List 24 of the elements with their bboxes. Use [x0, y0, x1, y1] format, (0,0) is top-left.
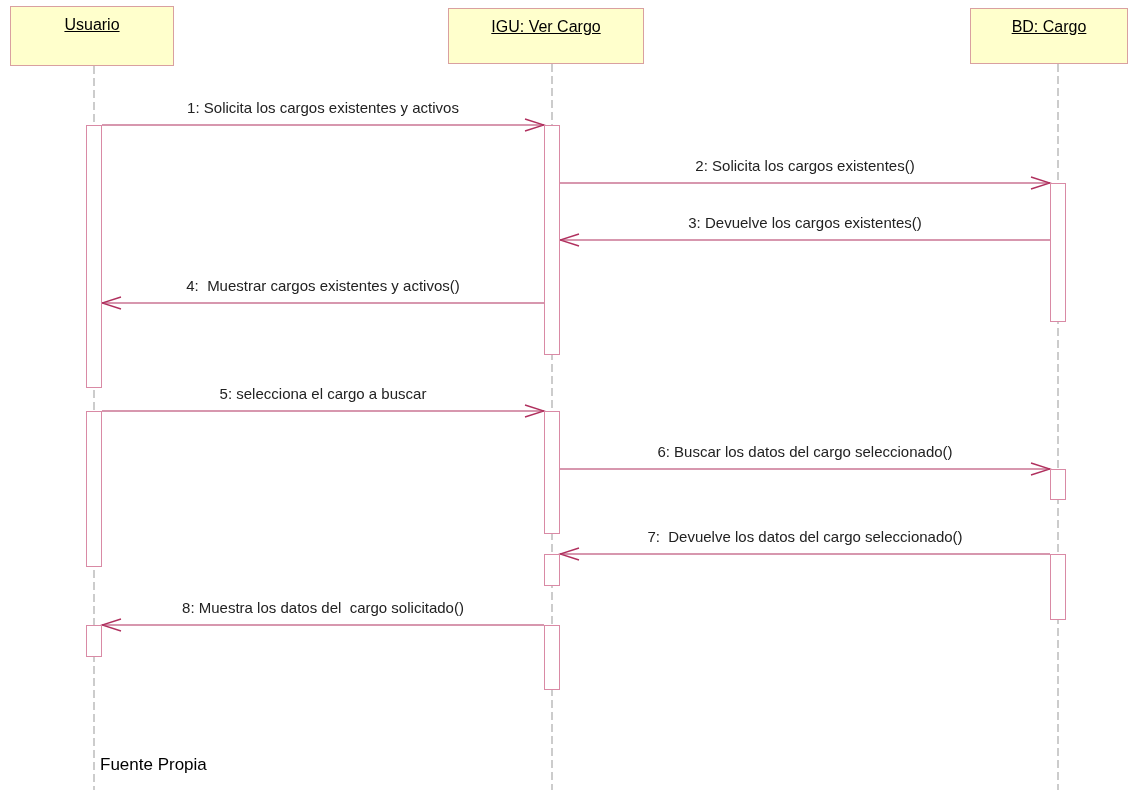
activation-bar: [544, 554, 560, 586]
activation-bar: [86, 625, 102, 657]
message-arrow: [559, 176, 1051, 190]
message-arrow: [101, 618, 545, 632]
message-arrow: [559, 547, 1051, 561]
activation-bar: [86, 411, 102, 567]
activation-bar: [86, 125, 102, 388]
object-name: BD: Cargo: [1011, 17, 1087, 37]
activation-bar: [544, 625, 560, 690]
activation-bar: [1050, 183, 1066, 322]
message-arrow: [101, 118, 545, 132]
activation-bar: [544, 411, 560, 534]
message-arrow: [559, 462, 1051, 476]
activation-bar: [544, 125, 560, 355]
object-name: IGU: Ver Cargo: [491, 17, 601, 37]
activation-bar: [1050, 469, 1066, 500]
message-arrow: [101, 404, 545, 418]
message-arrow: [559, 233, 1051, 247]
lifeline-head: [970, 8, 1128, 64]
message-arrow: [101, 296, 545, 310]
lifeline-head: [10, 6, 174, 66]
activation-bar: [1050, 554, 1066, 620]
object-name: Usuario: [64, 15, 120, 35]
lifeline-head: [448, 8, 644, 64]
